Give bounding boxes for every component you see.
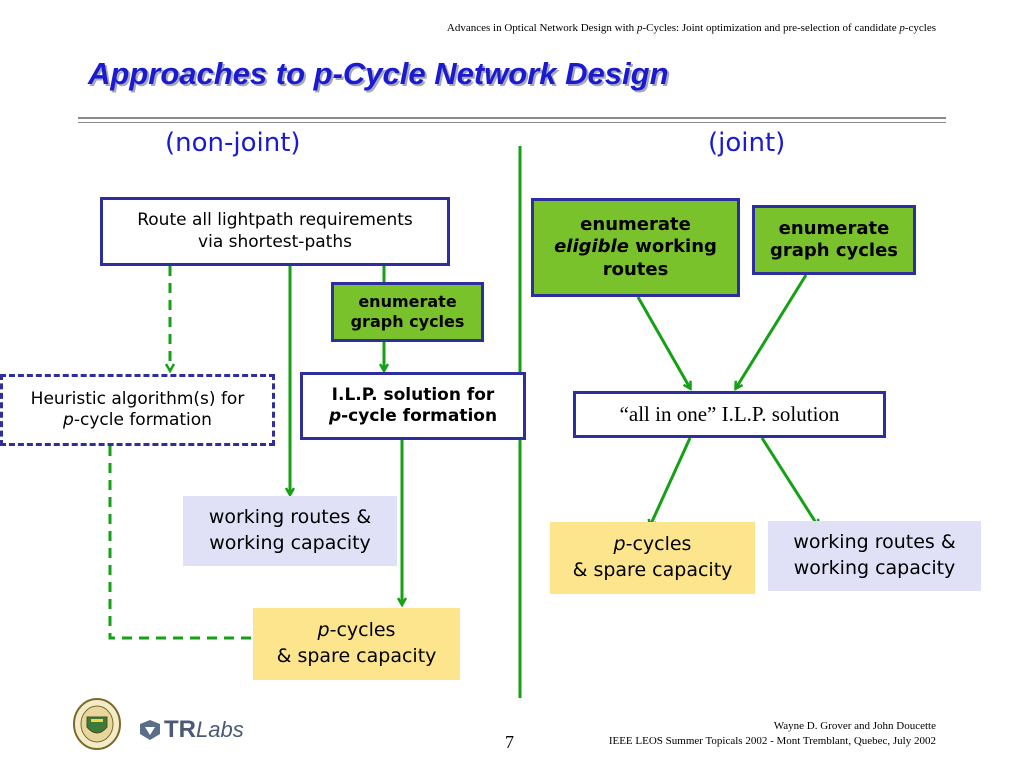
pcycles-box-nonjoint: p-cycles & spare capacity <box>253 608 460 680</box>
route-all-line2: via shortest-paths <box>198 231 352 252</box>
working-box-joint: working routes & working capacity <box>768 521 981 591</box>
eligible-line3: routes <box>602 258 669 280</box>
trlabs-mark-icon <box>140 720 160 740</box>
footer-authors: Wayne D. Grover and John Doucette <box>773 720 936 732</box>
working-line2: working capacity <box>209 532 371 554</box>
header-p: p <box>636 22 643 34</box>
pcycles-box-joint: p-cycles & spare capacity <box>550 522 755 594</box>
ilp-line2: p-cycle formation <box>329 406 497 427</box>
heuristic-rest: -cycle formation <box>73 410 212 430</box>
pcycles-line2: & spare capacity <box>276 645 437 667</box>
heuristic-line2: p-cycle formation <box>63 410 212 431</box>
header-p2: p <box>899 22 905 34</box>
ilp-line1: I.L.P. solution for <box>331 384 495 405</box>
pcycles-p: p <box>317 619 330 642</box>
eligible-line1: enumerate <box>580 213 691 235</box>
enum-cycles-line2: graph cycles <box>350 312 465 331</box>
all-in-one-box: “all in one” I.L.P. solution <box>573 391 886 438</box>
slide-header: Advances in Optical Network Design with … <box>447 22 936 34</box>
university-seal-logo <box>72 697 122 751</box>
heuristic-box: Heuristic algorithm(s) for p-cycle forma… <box>0 374 275 446</box>
joint-pcycles-line1: p-cycles <box>614 532 692 558</box>
eligible-working: working <box>628 236 717 258</box>
header-text: Advances in Optical Network Design with <box>446 22 637 34</box>
all-in-one-text: “all in one” I.L.P. solution <box>619 402 840 427</box>
ilp-box: I.L.P. solution for p-cycle formation <box>300 372 526 440</box>
enumerate-cycles-box: enumerate graph cycles <box>331 282 484 342</box>
joint-working-line1: working routes & <box>793 531 956 554</box>
footer-venue: IEEE LEOS Summer Topicals 2002 - Mont Tr… <box>608 735 936 747</box>
page-number: 7 <box>505 732 514 752</box>
joint-pcycles-p: p <box>613 533 626 556</box>
ilp-rest: -cycle formation <box>341 406 498 426</box>
arrow-ilp-to-working-joint <box>760 437 818 526</box>
heuristic-line1: Heuristic algorithm(s) for <box>30 388 245 409</box>
working-box-nonjoint: working routes & working capacity <box>183 496 397 566</box>
enumerate-eligible-box: enumerate eligible working routes <box>531 198 740 297</box>
enumerate-cycles-box-joint: enumerate graph cycles <box>752 205 916 275</box>
joint-pcycles-rest: -cycles <box>625 533 692 556</box>
eligible-word: eligible <box>554 236 629 258</box>
arrow-eligible-to-ilp <box>636 296 690 388</box>
slide-title: Approaches to p-Cycle Network Design <box>88 56 669 91</box>
ilp-p: p <box>328 406 342 426</box>
pcycles-line1: p-cycles <box>318 618 396 644</box>
trlabs-labs: Labs <box>196 717 244 742</box>
joint-cycles-line1: enumerate <box>778 217 890 239</box>
header-text-end: -cycles <box>904 22 936 34</box>
enum-cycles-line1: enumerate <box>358 292 457 311</box>
route-all-box: Route all lightpath requirements via sho… <box>100 197 450 266</box>
pcycles-rest: -cycles <box>329 619 396 642</box>
arrow-cycles-to-ilp <box>736 274 808 388</box>
trlabs-tr: TR <box>164 716 196 743</box>
joint-pcycles-line2: & spare capacity <box>572 559 733 581</box>
subtitle-non-joint: (non-joint) <box>165 128 301 158</box>
eligible-line2: eligible working <box>554 236 717 259</box>
arrow-heuristic-to-pcycles <box>108 446 266 638</box>
heuristic-p: p <box>63 410 74 430</box>
route-all-line1: Route all lightpath requirements <box>137 210 413 231</box>
title-divider-thin <box>78 122 946 123</box>
arrow-ilp-to-pcycles-joint <box>650 437 692 526</box>
joint-cycles-line2: graph cycles <box>769 240 899 261</box>
header-text-mid: -Cycles: Joint optimization and pre-sele… <box>642 22 900 34</box>
title-divider <box>78 117 946 119</box>
joint-working-line2: working capacity <box>793 557 956 579</box>
working-line1: working routes & <box>208 506 372 529</box>
subtitle-joint: (joint) <box>708 128 786 158</box>
